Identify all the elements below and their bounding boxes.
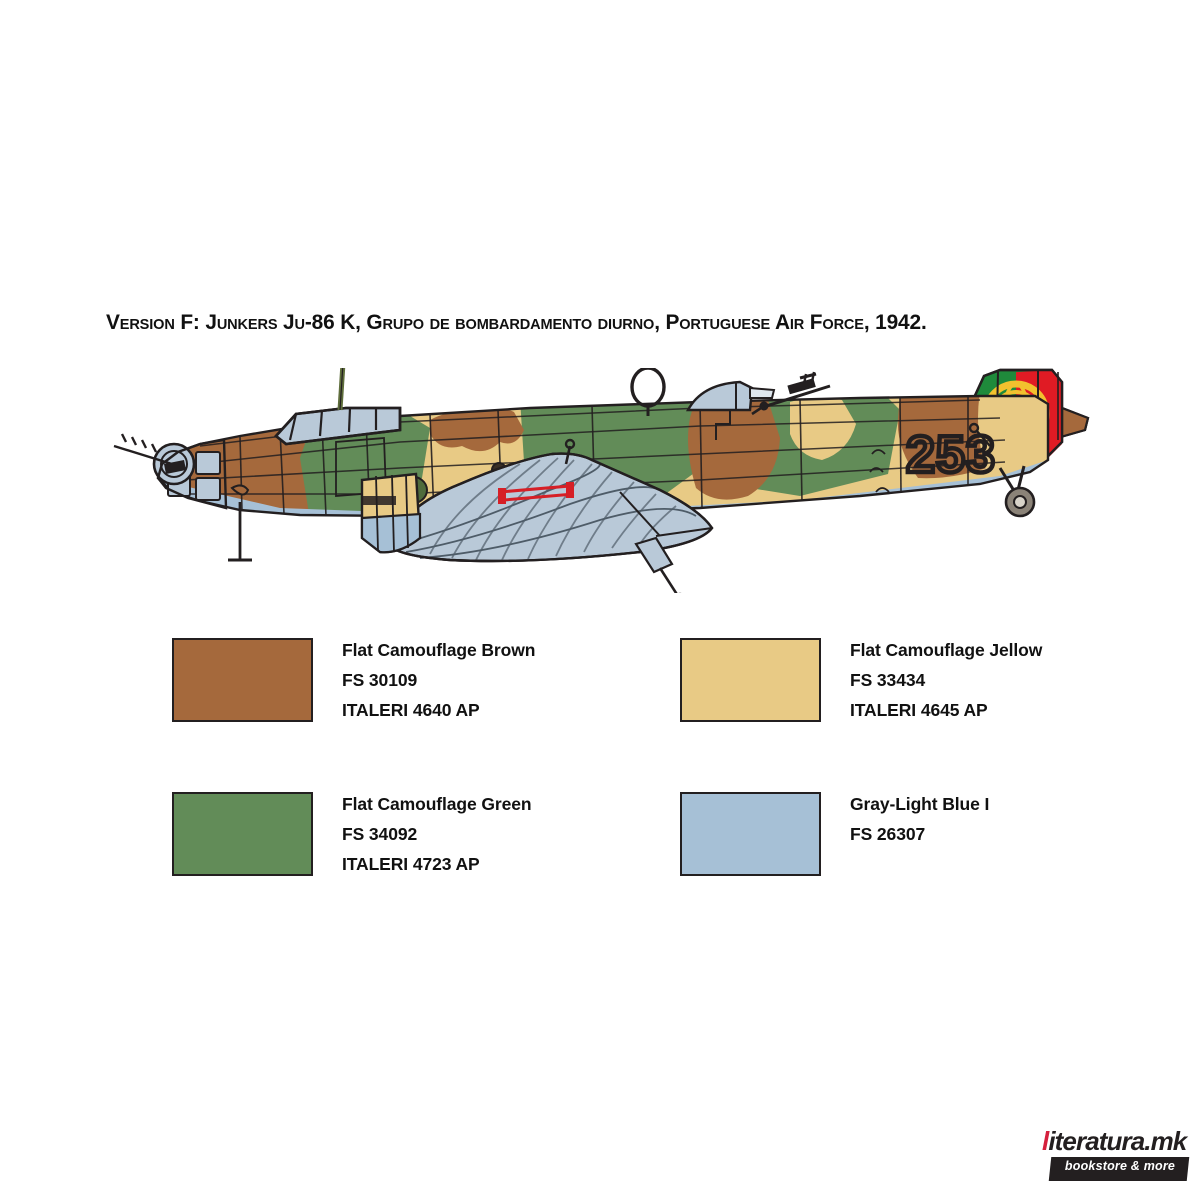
logo-first-letter: l	[1042, 1126, 1049, 1156]
dorsal-turret-canopy	[685, 380, 776, 412]
paint-name-yellow: Flat Camouflage Jellow	[850, 640, 1043, 660]
tail-strut	[968, 422, 991, 447]
cockpit-canopy	[274, 406, 402, 446]
fuselage-code-253: 253	[906, 426, 996, 484]
logo-rest: iteratura.mk	[1048, 1126, 1187, 1156]
paint-fs-brown: FS 30109	[342, 670, 418, 690]
paint-swatch-yellow	[680, 638, 821, 722]
paint-fs-gray-light-blue: FS 26307	[850, 824, 926, 844]
dorsal-machine-gun	[751, 371, 831, 416]
main-wing	[388, 438, 714, 563]
paint-entry-gray-light-blue: Gray-Light Blue I FS 26307	[680, 792, 1200, 882]
paint-name-brown: Flat Camouflage Brown	[342, 640, 536, 660]
paint-name-green: Flat Camouflage Green	[342, 794, 532, 814]
logo-wordmark: literatura.mk	[1042, 1126, 1187, 1157]
paint-labels-green: Flat Camouflage Green FS 34092 ITALERI 4…	[342, 789, 662, 879]
nose-turret	[113, 433, 228, 510]
paint-code-brown: ITALERI 4640 AP	[342, 700, 480, 720]
paint-code-green: ITALERI 4723 AP	[342, 854, 480, 874]
paint-name-gray-light-blue: Gray-Light Blue I	[850, 794, 990, 814]
antenna-mast	[337, 362, 346, 411]
page-title: Version F: Junkers Ju-86 K, Grupo de bom…	[106, 310, 1076, 335]
tail-wheel	[998, 465, 1036, 518]
aircraft-side-profile-illustration: 253	[100, 362, 1100, 606]
paint-entry-yellow: Flat Camouflage Jellow FS 33434 ITALERI …	[680, 638, 1200, 728]
literatura-mk-logo[interactable]: literatura.mk bookstore & more	[1036, 1126, 1190, 1184]
paint-swatch-green	[172, 792, 313, 876]
paint-swatch-gray-light-blue	[680, 792, 821, 876]
paint-labels-brown: Flat Camouflage Brown FS 30109 ITALERI 4…	[342, 635, 662, 725]
paint-swatch-brown	[172, 638, 313, 722]
engine-nacelle	[360, 472, 422, 554]
paint-labels-gray-light-blue: Gray-Light Blue I FS 26307	[850, 789, 1170, 849]
paint-fs-green: FS 34092	[342, 824, 418, 844]
wing-walkway-marking	[498, 482, 575, 504]
paint-code-yellow: ITALERI 4645 AP	[850, 700, 988, 720]
page-title-text: Version F: Junkers Ju-86 K, Grupo de bom…	[106, 310, 927, 334]
aircraft-svg: 253	[113, 362, 1090, 606]
loop-antenna	[630, 366, 666, 416]
paint-entry-brown: Flat Camouflage Brown FS 30109 ITALERI 4…	[172, 638, 692, 728]
paint-entry-green: Flat Camouflage Green FS 34092 ITALERI 4…	[172, 792, 692, 882]
paint-labels-yellow: Flat Camouflage Jellow FS 33434 ITALERI …	[850, 635, 1170, 725]
paint-fs-yellow: FS 33434	[850, 670, 926, 690]
fuselage-vents	[869, 449, 890, 493]
ground-support-jack	[228, 484, 252, 562]
logo-tagline: bookstore & more	[1064, 1159, 1176, 1173]
